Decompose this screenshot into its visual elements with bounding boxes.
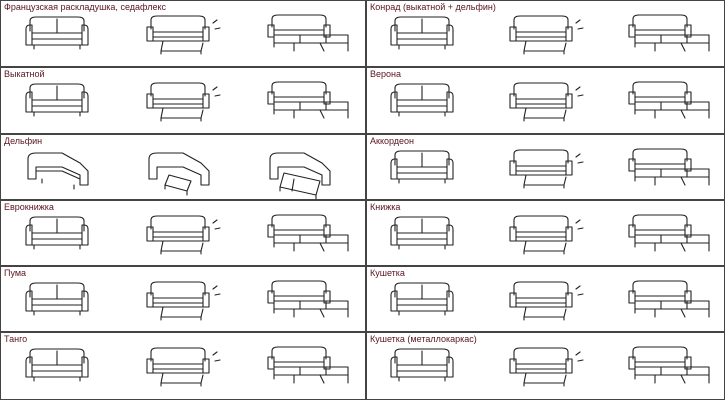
- sofa-half-open-icon: [509, 215, 584, 255]
- sofa-icon: [390, 150, 454, 184]
- sofa-icon: [390, 282, 454, 316]
- sofa-bed-unfolded-icon: [628, 81, 710, 119]
- cell-french-folding: Французская раскладушка, седафлекс: [0, 0, 366, 67]
- sofa-icon: [25, 216, 89, 250]
- sofa-half-open-icon: [509, 15, 584, 55]
- cell-label: Выкатной: [4, 69, 45, 79]
- sofa-icon: [390, 16, 454, 50]
- sofa-icon: [390, 348, 454, 382]
- sofa-half-open-icon: [146, 347, 221, 387]
- cell-label: Еврокнижка: [4, 202, 54, 212]
- sofa-bed-unfolded-icon: [628, 214, 710, 252]
- cell-puma: Пума: [0, 266, 366, 332]
- cell-label: Кушетка (металлокаркас): [370, 334, 477, 344]
- cell-konrad: Конрад (выкатной + дельфин): [366, 0, 725, 67]
- sofa-icon: [390, 216, 454, 250]
- sofa-icon: [25, 282, 89, 316]
- sofa-icon: [25, 348, 89, 382]
- corner-sofa-icon: [27, 152, 89, 190]
- cell-label: Конрад (выкатной + дельфин): [370, 2, 496, 12]
- cell-couch-metal: Кушетка (металлокаркас): [366, 332, 725, 400]
- sofa-bed-unfolded-icon: [628, 346, 710, 384]
- sofa-bed-unfolded-icon: [628, 148, 710, 186]
- cell-book: Книжка: [366, 200, 725, 266]
- cell-eurobook: Еврокнижка: [0, 200, 366, 266]
- sofa-half-open-icon: [509, 149, 584, 189]
- sofa-icon: [25, 16, 89, 50]
- sofa-icon: [390, 83, 454, 117]
- sofa-half-open-icon: [146, 82, 221, 122]
- corner-sofa-unfolded-icon: [269, 152, 331, 200]
- cell-label: Кушетка: [370, 268, 405, 278]
- sofa-half-open-icon: [509, 347, 584, 387]
- cell-tango: Танго: [0, 332, 366, 400]
- cell-verona: Верона: [366, 67, 725, 134]
- sofa-half-open-icon: [509, 281, 584, 321]
- cell-label: Верона: [370, 69, 401, 79]
- sofa-half-open-icon: [146, 281, 221, 321]
- cell-couch: Кушетка: [366, 266, 725, 332]
- sofa-bed-unfolded-icon: [267, 214, 349, 252]
- corner-sofa-half-open-icon: [148, 152, 210, 196]
- cell-label: Пума: [4, 268, 27, 278]
- sofa-icon: [25, 83, 89, 117]
- cell-label: Дельфин: [4, 136, 43, 146]
- sofa-half-open-icon: [509, 82, 584, 122]
- cell-dolphin: Дельфин: [0, 134, 366, 200]
- sofa-bed-unfolded-icon: [267, 280, 349, 318]
- sofa-bed-unfolded-icon: [267, 346, 349, 384]
- cell-roll-out: Выкатной: [0, 67, 366, 134]
- sofa-bed-unfolded-icon: [267, 14, 349, 52]
- cell-label: Книжка: [370, 202, 401, 212]
- sofa-half-open-icon: [146, 15, 221, 55]
- cell-accordion: Аккордеон: [366, 134, 725, 200]
- cell-label: Танго: [4, 334, 28, 344]
- sofa-half-open-icon: [146, 215, 221, 255]
- cell-label: Французская раскладушка, седафлекс: [4, 2, 167, 12]
- cell-label: Аккордеон: [370, 136, 415, 146]
- sofa-bed-unfolded-icon: [628, 280, 710, 318]
- sofa-bed-unfolded-icon: [628, 14, 710, 52]
- sofa-bed-unfolded-icon: [267, 81, 349, 119]
